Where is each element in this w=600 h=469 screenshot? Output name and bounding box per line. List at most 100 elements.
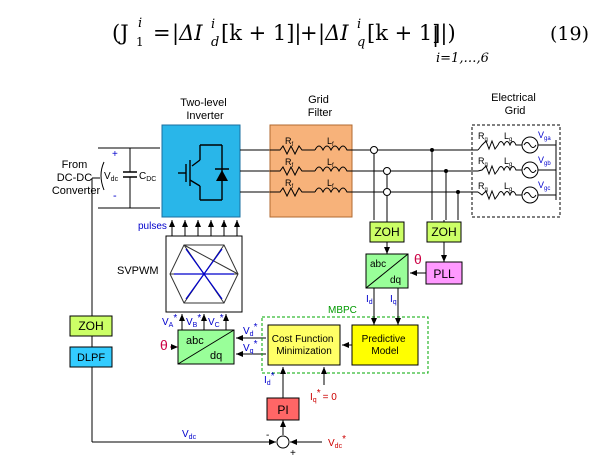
eq-lhs: (J: [112, 21, 129, 45]
eq-plus: +: [300, 21, 318, 45]
equation: (J 1 i = |ΔI i d [k + 1]| + |ΔI i q [k +…: [112, 16, 589, 66]
mbpc-label: MBPC: [328, 305, 357, 316]
vabc-labels: VA* VB* VC*: [162, 313, 224, 329]
source-title-line3: Converter: [52, 185, 101, 197]
svpwm-label: SVPWM: [117, 265, 159, 277]
predictive-model-label: Predictive Model: [362, 334, 409, 357]
grid-resistor-icon: [477, 164, 499, 176]
eq-range: i=1,…,6: [436, 51, 489, 66]
filter-rf-label: Rf: [285, 136, 294, 148]
grid-inductor-icon: [497, 166, 522, 172]
filter-title-line1: Grid: [308, 94, 329, 106]
svpwm-vectors: [174, 248, 234, 300]
grid-inductor-icon: [497, 191, 522, 197]
phase-lines: [240, 149, 270, 193]
abc-to-dq-block: abc dq: [365, 253, 409, 289]
vq-label: Vq*: [243, 339, 258, 355]
predictive-model-box: [351, 324, 419, 366]
dq-to-abc-dq: dq: [210, 350, 222, 362]
vdq-labels: Vd* Vq*: [243, 322, 258, 355]
idref-label: Id*: [264, 371, 275, 387]
eq-term1-arg: [k + 1]|: [221, 21, 302, 46]
grid-title-line2: Grid: [505, 105, 526, 117]
titles: Two-level Inverter Grid Filter Electrica…: [52, 92, 539, 197]
cost-function-line2: Minimization: [276, 346, 332, 357]
eq-term2-arg: [k + 1]|): [367, 21, 456, 46]
diode-icon: [216, 170, 228, 181]
filter-rf-label: Rf: [285, 178, 294, 190]
eq-term1-sup: i: [211, 17, 215, 32]
filter-inductor-icon: [314, 166, 352, 173]
grid-rg-label: Rg: [478, 156, 488, 168]
dq-to-abc-abc: abc: [186, 335, 204, 347]
cost-function-line1: Cost Function: [272, 334, 334, 345]
dlpf-box: [69, 346, 113, 368]
eq-term1-sub: d: [211, 35, 219, 50]
filter-resistor-icon: [270, 144, 315, 156]
grid-title: Electrical Grid: [491, 92, 539, 117]
inverter-title: Two-level Inverter: [180, 97, 230, 122]
inverter-box: [161, 124, 241, 218]
mbpc-group: MBPC Cost Function Minimization Predicti…: [261, 305, 429, 374]
vdcref-label: Vdc*: [328, 434, 346, 450]
eq-lhs-sup: i: [138, 16, 142, 31]
filter-lf-label: Lf: [327, 157, 334, 169]
grid-title-line1: Electrical: [491, 92, 536, 104]
grid-lg-label: Lg: [504, 156, 512, 168]
filter-title-line2: Filter: [308, 107, 333, 119]
grid-resistor-icon: [477, 189, 499, 201]
grid-voltage-label: Vgc: [538, 180, 550, 192]
abc-to-dq-abc: abc: [370, 259, 386, 270]
vd-label: Vd*: [243, 322, 258, 338]
summing-junction: [276, 435, 290, 449]
filter-resistor-icon: [270, 186, 315, 198]
dlpf-label: DLPF: [77, 352, 105, 364]
sum-plus: +: [290, 448, 296, 459]
iqref-label: Iq*= 0: [310, 388, 337, 404]
grid-lg-label: Lg: [504, 181, 512, 193]
inverter-block: [161, 124, 241, 218]
source-title: From DC-DC Converter: [52, 159, 101, 197]
filter-resistor-icon: [270, 165, 315, 177]
pi-box: [266, 397, 300, 421]
junction-dots: [430, 148, 460, 194]
dc-link: + - Vdc CDC: [98, 147, 160, 209]
vb-label: VB*: [186, 313, 201, 329]
filter-lf-label: Lf: [327, 178, 334, 190]
filter-rf-label: Rf: [285, 157, 294, 169]
eq-term2-sub: q: [357, 35, 365, 50]
sum-minus: -: [266, 430, 269, 441]
grid-voltage-label: Vga: [538, 130, 551, 142]
idq-labels: Id Iq: [366, 294, 397, 306]
eq-bar: |: [432, 23, 439, 48]
grid-lines: [352, 149, 478, 193]
abc-to-dq-dq: dq: [390, 275, 401, 286]
vdc-label: Vdc: [104, 171, 119, 183]
source-title-line1: From: [62, 159, 88, 171]
cost-function-box: [267, 324, 341, 366]
upper-signal-wires: [371, 220, 447, 325]
theta-upper: θ: [414, 251, 422, 267]
eq-term2-sup: i: [357, 17, 361, 32]
eq-number: (19): [550, 23, 589, 45]
cost-function-label: Cost Function Minimization: [272, 334, 336, 357]
grid-lg-label: Lg: [504, 131, 512, 143]
theta-lower: θ: [160, 337, 168, 353]
zoh-dc-label: ZOH: [78, 319, 103, 333]
pi-label: PI: [277, 403, 288, 417]
measurement-taps: [373, 150, 459, 220]
outer-loop-labels: Id* Iq*= 0 Vdc Vdc*: [182, 371, 346, 450]
predictive-model-line2: Model: [371, 346, 398, 357]
grid-inductor-icon: [497, 141, 522, 147]
pulses-label: pulses: [138, 221, 167, 232]
id-label: Id: [366, 294, 373, 306]
va-label: VA*: [162, 313, 177, 329]
mbpc-border: [261, 316, 429, 374]
filter-inductor-icon: [314, 187, 352, 194]
grid-rg-label: Rg: [478, 181, 488, 193]
pulse-arrows: [169, 220, 240, 236]
current-sensors: [370, 146, 391, 196]
filter-lf-label: Lf: [327, 136, 334, 148]
